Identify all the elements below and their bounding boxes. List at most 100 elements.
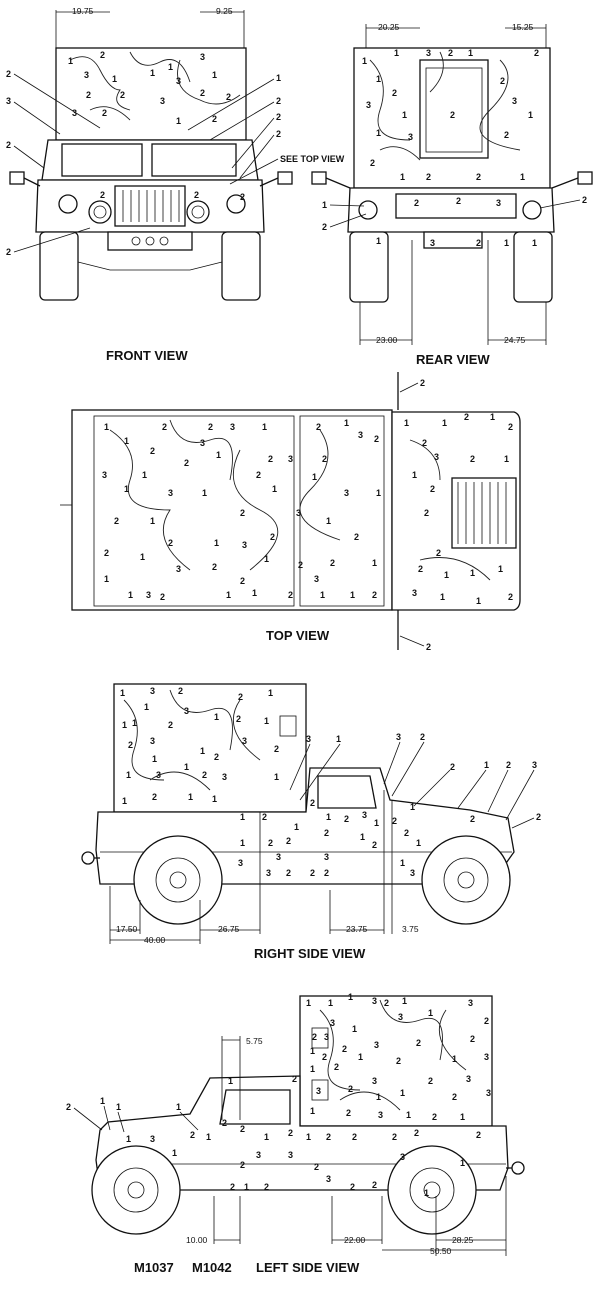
svg-text:1: 1 — [206, 1132, 211, 1142]
left-dim-5: 50.50 — [430, 1246, 452, 1256]
svg-text:2: 2 — [6, 69, 11, 79]
svg-text:3: 3 — [288, 454, 293, 464]
rear-dim-3: 23.00 — [376, 335, 398, 345]
right-dim-1: 17.50 — [116, 924, 138, 934]
svg-text:1: 1 — [336, 734, 341, 744]
svg-text:1: 1 — [244, 1182, 249, 1192]
svg-text:1: 1 — [294, 822, 299, 832]
left-dim-4: 28.25 — [452, 1235, 474, 1245]
svg-text:1: 1 — [214, 712, 219, 722]
svg-text:1: 1 — [528, 110, 533, 120]
svg-text:2: 2 — [314, 1162, 319, 1172]
svg-text:2: 2 — [104, 548, 109, 558]
svg-text:2: 2 — [288, 1128, 293, 1138]
svg-text:2: 2 — [424, 508, 429, 518]
svg-text:3: 3 — [306, 734, 311, 744]
svg-text:1: 1 — [312, 472, 317, 482]
svg-text:3: 3 — [430, 238, 435, 248]
svg-text:3: 3 — [200, 52, 205, 62]
svg-text:2: 2 — [432, 1112, 437, 1122]
svg-text:2: 2 — [236, 714, 241, 724]
svg-text:2: 2 — [268, 838, 273, 848]
svg-text:1: 1 — [504, 454, 509, 464]
svg-text:2: 2 — [470, 454, 475, 464]
svg-text:3: 3 — [512, 96, 517, 106]
svg-text:3: 3 — [242, 540, 247, 550]
svg-text:3: 3 — [410, 868, 415, 878]
svg-text:2: 2 — [6, 247, 11, 257]
svg-text:2: 2 — [274, 744, 279, 754]
svg-text:1: 1 — [444, 570, 449, 580]
svg-text:2: 2 — [414, 1128, 419, 1138]
svg-text:2: 2 — [420, 378, 425, 388]
svg-text:1: 1 — [116, 1102, 121, 1112]
svg-text:2: 2 — [500, 76, 505, 86]
svg-text:1: 1 — [376, 74, 381, 84]
svg-text:2: 2 — [370, 158, 375, 168]
svg-text:3: 3 — [256, 1150, 261, 1160]
svg-text:2: 2 — [286, 868, 291, 878]
svg-text:1: 1 — [150, 516, 155, 526]
svg-text:1: 1 — [376, 128, 381, 138]
svg-text:1: 1 — [406, 1110, 411, 1120]
svg-text:1: 1 — [374, 818, 379, 828]
svg-text:2: 2 — [372, 840, 377, 850]
svg-text:1: 1 — [348, 992, 353, 1002]
svg-text:3: 3 — [372, 996, 377, 1006]
rear-view-title: REAR VIEW — [416, 352, 490, 367]
svg-text:2: 2 — [484, 1016, 489, 1026]
svg-text:3: 3 — [468, 998, 473, 1008]
svg-text:1: 1 — [264, 554, 269, 564]
svg-text:1: 1 — [460, 1112, 465, 1122]
svg-text:2: 2 — [230, 1182, 235, 1192]
svg-text:1: 1 — [410, 802, 415, 812]
front-view: 19.75 9.25 2 3 — [6, 6, 345, 363]
svg-text:2: 2 — [184, 458, 189, 468]
svg-text:2: 2 — [226, 92, 231, 102]
svg-text:2: 2 — [450, 762, 455, 772]
svg-text:1: 1 — [424, 1188, 429, 1198]
svg-text:1: 1 — [120, 688, 125, 698]
svg-text:2: 2 — [330, 558, 335, 568]
svg-text:2: 2 — [456, 196, 461, 206]
svg-text:3: 3 — [496, 198, 501, 208]
svg-text:2: 2 — [534, 48, 539, 58]
svg-text:3: 3 — [398, 1012, 403, 1022]
svg-text:2: 2 — [120, 90, 125, 100]
svg-text:3: 3 — [412, 588, 417, 598]
svg-text:1: 1 — [252, 588, 257, 598]
svg-text:2: 2 — [312, 1032, 317, 1042]
svg-text:2: 2 — [200, 88, 205, 98]
svg-text:3: 3 — [176, 564, 181, 574]
svg-text:1: 1 — [272, 484, 277, 494]
top-view-title: TOP VIEW — [266, 628, 330, 643]
svg-text:1: 1 — [460, 1158, 465, 1168]
svg-text:3: 3 — [408, 132, 413, 142]
svg-text:1: 1 — [376, 488, 381, 498]
svg-text:1: 1 — [412, 470, 417, 480]
svg-text:1: 1 — [306, 998, 311, 1008]
svg-text:3: 3 — [276, 852, 281, 862]
svg-text:3: 3 — [400, 1152, 405, 1162]
svg-text:1: 1 — [264, 1132, 269, 1142]
svg-text:1: 1 — [484, 760, 489, 770]
svg-text:3: 3 — [358, 430, 363, 440]
svg-text:2: 2 — [392, 88, 397, 98]
svg-text:3: 3 — [288, 1150, 293, 1160]
svg-text:3: 3 — [146, 590, 151, 600]
left-dim-2: 10.00 — [186, 1235, 208, 1245]
svg-text:3: 3 — [176, 76, 181, 86]
svg-text:2: 2 — [342, 1044, 347, 1054]
svg-text:1: 1 — [212, 70, 217, 80]
svg-text:2: 2 — [292, 1074, 297, 1084]
svg-text:1: 1 — [150, 68, 155, 78]
svg-text:3: 3 — [330, 1018, 335, 1028]
right-dim-2: 40.00 — [144, 935, 166, 945]
svg-text:2: 2 — [352, 1132, 357, 1142]
svg-text:1: 1 — [352, 1024, 357, 1034]
svg-text:2: 2 — [324, 828, 329, 838]
svg-text:2: 2 — [240, 508, 245, 518]
svg-text:2: 2 — [322, 454, 327, 464]
svg-text:1: 1 — [144, 702, 149, 712]
